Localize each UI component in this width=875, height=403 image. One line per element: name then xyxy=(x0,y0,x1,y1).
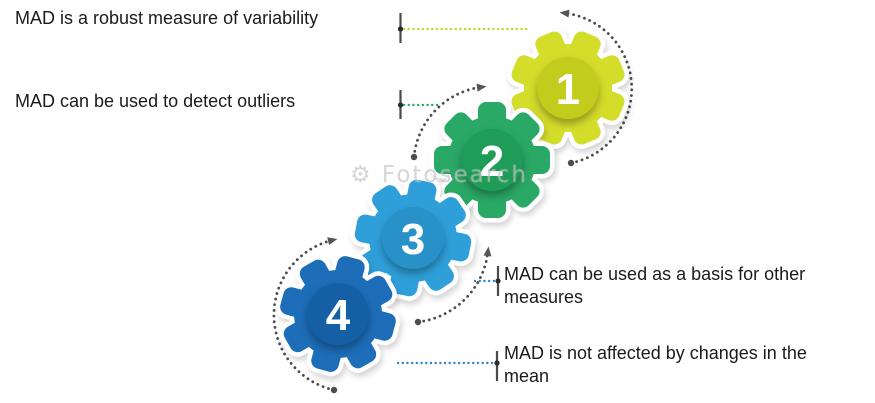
label-marker-4 xyxy=(494,351,500,381)
label-basis-other-measures: MAD can be used as a basis for other mea… xyxy=(504,264,806,307)
gear-4-number: 4 xyxy=(326,291,351,340)
label-not-affected-mean: MAD is not affected by changes in the me… xyxy=(504,343,807,386)
label-marker-1 xyxy=(397,13,404,43)
watermark: ⚙ Fotosearch xyxy=(350,162,528,188)
label-detect-outliers: MAD can be used to detect outliers xyxy=(15,91,296,111)
label-marker-2 xyxy=(397,90,404,119)
label-marker-3 xyxy=(495,266,501,296)
label-robust-measure: MAD is a robust measure of variability xyxy=(15,8,319,28)
gear-4: 4 xyxy=(263,239,413,389)
gear-2-number: 2 xyxy=(480,137,504,186)
arc-start-dot xyxy=(414,318,422,326)
